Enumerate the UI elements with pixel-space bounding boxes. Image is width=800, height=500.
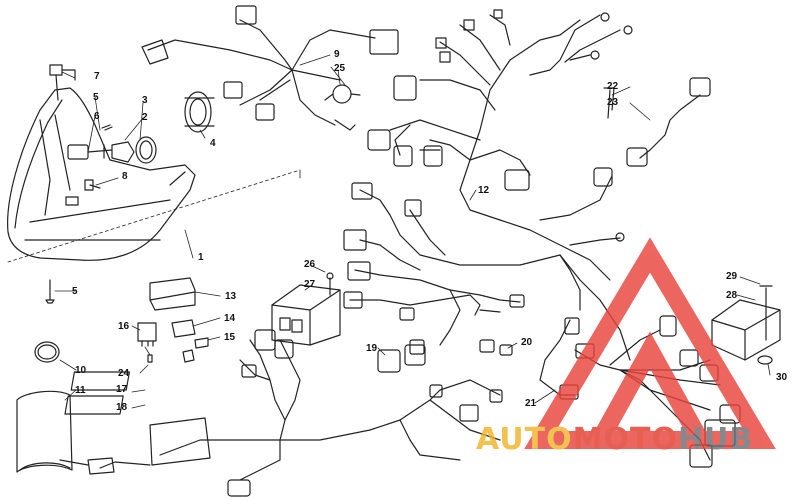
callout-19: 19 <box>366 343 378 354</box>
callout-23: 23 <box>607 97 619 108</box>
callout-6: 6 <box>94 111 100 122</box>
callout-14: 14 <box>224 313 236 324</box>
callout-3: 3 <box>142 95 148 106</box>
callout-9: 9 <box>334 49 340 60</box>
callout-labels: 1234556789101112131415161718192021222324… <box>72 49 788 413</box>
watermark-auto: AUTO <box>476 422 573 457</box>
callout-8: 8 <box>122 171 128 182</box>
callout-27: 27 <box>304 279 316 290</box>
watermark-moto: MOTO <box>573 422 678 457</box>
upper-right-harness <box>367 9 633 281</box>
callout-10: 10 <box>75 365 87 376</box>
callout-18: 18 <box>116 402 128 413</box>
callout-7: 7 <box>94 71 100 82</box>
callout-20: 20 <box>521 337 533 348</box>
callout-22: 22 <box>607 81 619 92</box>
bulb-socket-group <box>67 91 215 164</box>
lower-harness <box>159 329 503 497</box>
callout-29: 29 <box>726 271 738 282</box>
ecu-module <box>271 272 341 346</box>
callout-11: 11 <box>75 385 86 396</box>
callout-5: 5 <box>72 286 78 297</box>
callout-24: 24 <box>118 368 130 379</box>
callout-4: 4 <box>210 138 216 149</box>
callout-17: 17 <box>116 384 128 395</box>
leader-lines <box>54 54 771 409</box>
headlight-assembly <box>7 64 196 304</box>
harness-23 <box>603 77 711 167</box>
callout-12: 12 <box>478 185 490 196</box>
callout-2: 2 <box>142 112 148 123</box>
callout-16: 16 <box>118 321 130 332</box>
callout-13: 13 <box>225 291 237 302</box>
watermark-triangle-logo <box>524 237 776 449</box>
callout-5: 5 <box>93 92 99 103</box>
upper-harness <box>141 5 399 131</box>
callout-28: 28 <box>726 290 738 301</box>
watermark-hub: HUB <box>678 422 753 457</box>
callout-15: 15 <box>224 332 236 343</box>
ring-and-sleeve <box>16 341 73 473</box>
callout-21: 21 <box>525 398 537 409</box>
watermark-brand-text: AUTOMOTOHUB <box>476 422 753 457</box>
callout-30: 30 <box>776 372 788 383</box>
automotohub-watermark: AUTOMOTOHUB <box>476 237 776 457</box>
callout-26: 26 <box>304 259 316 270</box>
callout-1: 1 <box>198 252 204 263</box>
callout-25: 25 <box>334 63 346 74</box>
main-harness <box>343 182 631 373</box>
relay-parts <box>59 277 211 475</box>
